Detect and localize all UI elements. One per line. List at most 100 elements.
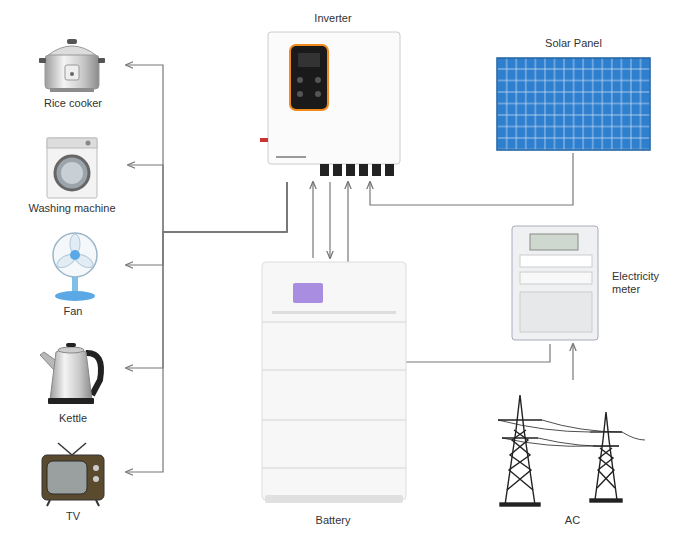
tv-picture-part bbox=[93, 465, 99, 471]
inverter-picture-part bbox=[298, 53, 320, 67]
component-label: Electricity meter bbox=[612, 270, 676, 296]
electricity-meter-picture-part bbox=[512, 226, 598, 340]
appliance-node: Kettle bbox=[20, 335, 126, 425]
inverter-picture-part bbox=[290, 45, 328, 110]
kettle-picture-part bbox=[48, 398, 94, 404]
battery-picture bbox=[262, 262, 406, 503]
inverter-picture-part bbox=[297, 77, 303, 83]
kettle-picture bbox=[40, 343, 101, 404]
power-pylon-picture-part bbox=[500, 503, 540, 506]
washing-machine-picture-part bbox=[55, 156, 89, 190]
component-label: Kettle bbox=[59, 412, 87, 425]
washing-machine-picture-part bbox=[61, 162, 83, 184]
fan-picture-part bbox=[55, 291, 95, 301]
power-pylon-picture-part bbox=[509, 430, 533, 490]
component-label: AC bbox=[565, 514, 580, 527]
power-pylon-picture-part bbox=[590, 499, 622, 502]
rice-cooker-picture-part bbox=[98, 58, 105, 63]
battery-picture-part bbox=[262, 262, 406, 500]
electricity-meter-picture-part bbox=[520, 272, 592, 284]
inverter-picture bbox=[260, 32, 400, 176]
power-pylon-picture-part bbox=[507, 430, 531, 490]
power-flow-arrow bbox=[126, 182, 287, 265]
inverter-picture-part bbox=[320, 164, 329, 176]
battery-picture-part bbox=[262, 420, 406, 421]
rice-cooker-picture-part bbox=[65, 65, 79, 80]
appliance-node: Washing machine bbox=[16, 135, 128, 215]
power-pylon-picture-part bbox=[505, 395, 535, 505]
power-flow-arrow bbox=[572, 344, 573, 380]
power-pylon-picture-part bbox=[498, 419, 542, 420]
component-label: Rice cooker bbox=[44, 97, 102, 110]
power-flow-arrow bbox=[128, 165, 287, 232]
tv-picture-part bbox=[96, 500, 99, 506]
power-flow-arrow bbox=[126, 65, 287, 232]
appliance-node: Rice cooker bbox=[20, 33, 126, 110]
rice-cooker-picture bbox=[39, 39, 105, 92]
grid-node: AC bbox=[490, 380, 655, 527]
battery-picture-part bbox=[262, 322, 406, 323]
tv-picture bbox=[42, 443, 104, 506]
component-label: Battery bbox=[316, 514, 351, 527]
electricity-meter-picture-part bbox=[520, 292, 592, 332]
tv-picture-part bbox=[47, 461, 87, 494]
washing-machine-picture bbox=[47, 138, 97, 198]
fan-picture bbox=[53, 233, 97, 301]
inverter-picture-part bbox=[315, 91, 321, 97]
kettle-picture-part bbox=[50, 348, 92, 400]
inverter-picture-part bbox=[333, 164, 342, 176]
kettle-picture-part bbox=[58, 347, 84, 353]
tv-picture-part bbox=[47, 500, 50, 506]
component-label: Solar Panel bbox=[545, 37, 602, 50]
inverter-picture-part bbox=[297, 91, 303, 97]
solar-panel-node: Solar Panel bbox=[493, 37, 654, 153]
power-pylon-picture-part bbox=[542, 420, 622, 432]
battery-node: Battery bbox=[255, 258, 411, 527]
appliance-node: TV bbox=[20, 440, 126, 523]
inverter-picture-part bbox=[315, 77, 321, 83]
tv-picture-part bbox=[72, 443, 86, 455]
power-pylon-picture-part bbox=[538, 438, 619, 446]
component-label: Washing machine bbox=[28, 202, 115, 215]
electricity-meter-picture-part bbox=[520, 255, 592, 267]
tv-picture-part bbox=[58, 443, 72, 455]
meter-node: Electricity meter bbox=[506, 222, 676, 344]
power-flow-arrow bbox=[312, 182, 313, 258]
fan-picture-part bbox=[70, 250, 80, 260]
kettle-picture-part bbox=[66, 343, 76, 347]
inverter-picture-part bbox=[260, 138, 268, 142]
inverter-picture-part bbox=[385, 164, 394, 176]
inverter-node: Inverter bbox=[262, 12, 404, 182]
power-pylon-picture-part bbox=[595, 412, 617, 500]
power-pylon-picture-part bbox=[622, 432, 645, 440]
power-pylon-picture-part bbox=[502, 437, 538, 438]
electricity-meter-picture-part bbox=[530, 234, 578, 250]
rice-cooker-picture-part bbox=[50, 88, 94, 92]
battery-picture-part bbox=[272, 311, 396, 314]
inverter-picture-part bbox=[276, 156, 306, 158]
component-label: Fan bbox=[64, 305, 83, 318]
fan-picture-part bbox=[53, 233, 97, 277]
washing-machine-picture-part bbox=[47, 138, 97, 198]
electricity-meter-picture bbox=[512, 226, 598, 340]
inverter-picture-part bbox=[268, 32, 400, 164]
battery-picture-part bbox=[262, 468, 406, 469]
battery-picture-part bbox=[293, 283, 323, 303]
rice-cooker-picture-part bbox=[39, 58, 46, 63]
appliance-node: Fan bbox=[20, 228, 126, 318]
rice-cooker-picture-part bbox=[67, 39, 77, 44]
solar-panel-picture-part bbox=[497, 58, 650, 150]
power-pylon-picture bbox=[498, 395, 645, 506]
tv-picture-part bbox=[42, 455, 104, 500]
washing-machine-picture-part bbox=[86, 141, 91, 146]
power-pylon-picture-part bbox=[598, 448, 615, 488]
battery-picture-part bbox=[262, 370, 406, 371]
battery-picture-part bbox=[265, 495, 403, 503]
power-flow-arrow bbox=[329, 182, 330, 258]
washing-machine-picture-part bbox=[47, 138, 97, 148]
inverter-picture-part bbox=[346, 164, 355, 176]
power-pylon-picture-part bbox=[498, 420, 590, 432]
solar-panel-picture bbox=[497, 58, 650, 150]
